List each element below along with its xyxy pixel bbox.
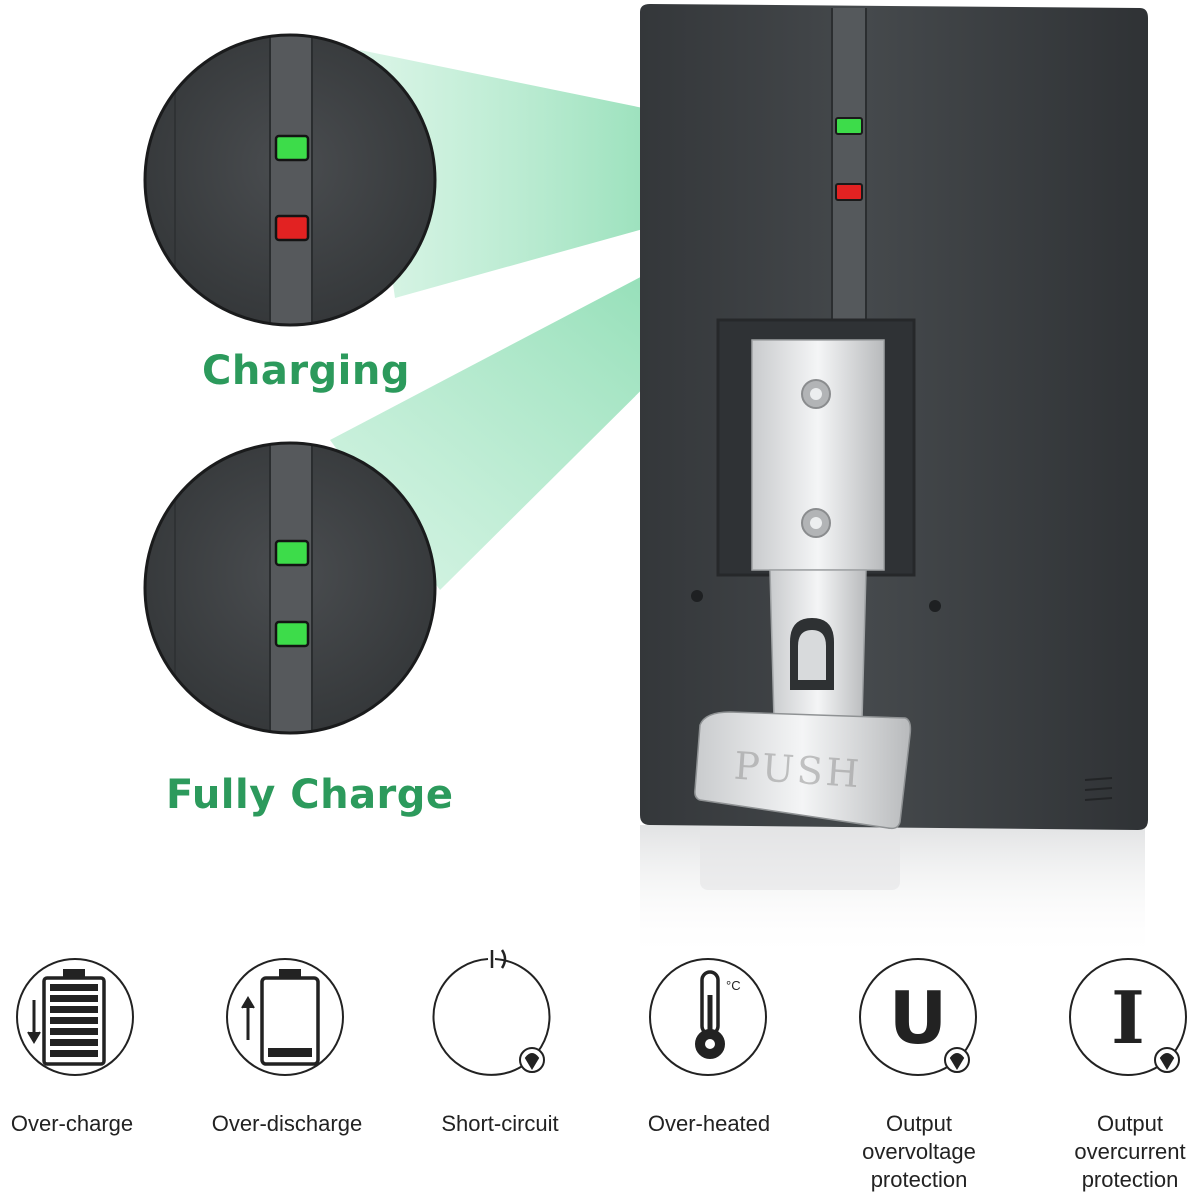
battery-reflection bbox=[640, 820, 1145, 960]
feature-label-overcurrent: Output overcurrent protection bbox=[1074, 1111, 1186, 1192]
charging-label: Charging bbox=[202, 348, 411, 394]
feature-label-over-discharge: Over-discharge bbox=[211, 1111, 363, 1136]
voltage-symbol: U bbox=[889, 976, 947, 1060]
zoom-circle-full bbox=[143, 441, 437, 735]
current-symbol: I bbox=[1111, 975, 1145, 1060]
current-i-icon: I bbox=[1069, 958, 1187, 1076]
zoom-circle-charging bbox=[143, 33, 437, 327]
thermometer-icon: °C bbox=[649, 958, 767, 1076]
zoom-led-green-bottom-icon bbox=[274, 620, 310, 648]
led-strip bbox=[832, 8, 866, 320]
zoom-led-green-top-icon bbox=[274, 539, 310, 567]
battery-low-icon bbox=[226, 958, 344, 1076]
zoom-led-red-icon bbox=[274, 214, 310, 242]
feature-label-over-heated: Over-heated bbox=[647, 1111, 771, 1136]
led-red-indicator bbox=[835, 183, 863, 201]
celsius-label: °C bbox=[726, 978, 741, 993]
zoom-led-green-icon bbox=[274, 134, 310, 162]
feature-label-overvoltage: Output overvoltage protection bbox=[862, 1111, 976, 1192]
voltage-u-icon: U bbox=[859, 958, 977, 1076]
fully-charge-label: Fully Charge bbox=[166, 772, 454, 818]
latch-push-text: PUSH bbox=[732, 743, 864, 797]
short-circuit-icon bbox=[432, 949, 551, 1076]
feature-label-over-charge: Over-charge bbox=[10, 1111, 134, 1136]
battery-full-icon bbox=[16, 958, 134, 1076]
battery-pack bbox=[640, 4, 1148, 830]
metal-latch-clip bbox=[694, 339, 912, 830]
feature-label-short-circuit: Short-circuit bbox=[441, 1111, 559, 1136]
led-green-indicator bbox=[835, 117, 863, 135]
callout-beam-charging bbox=[360, 50, 848, 298]
